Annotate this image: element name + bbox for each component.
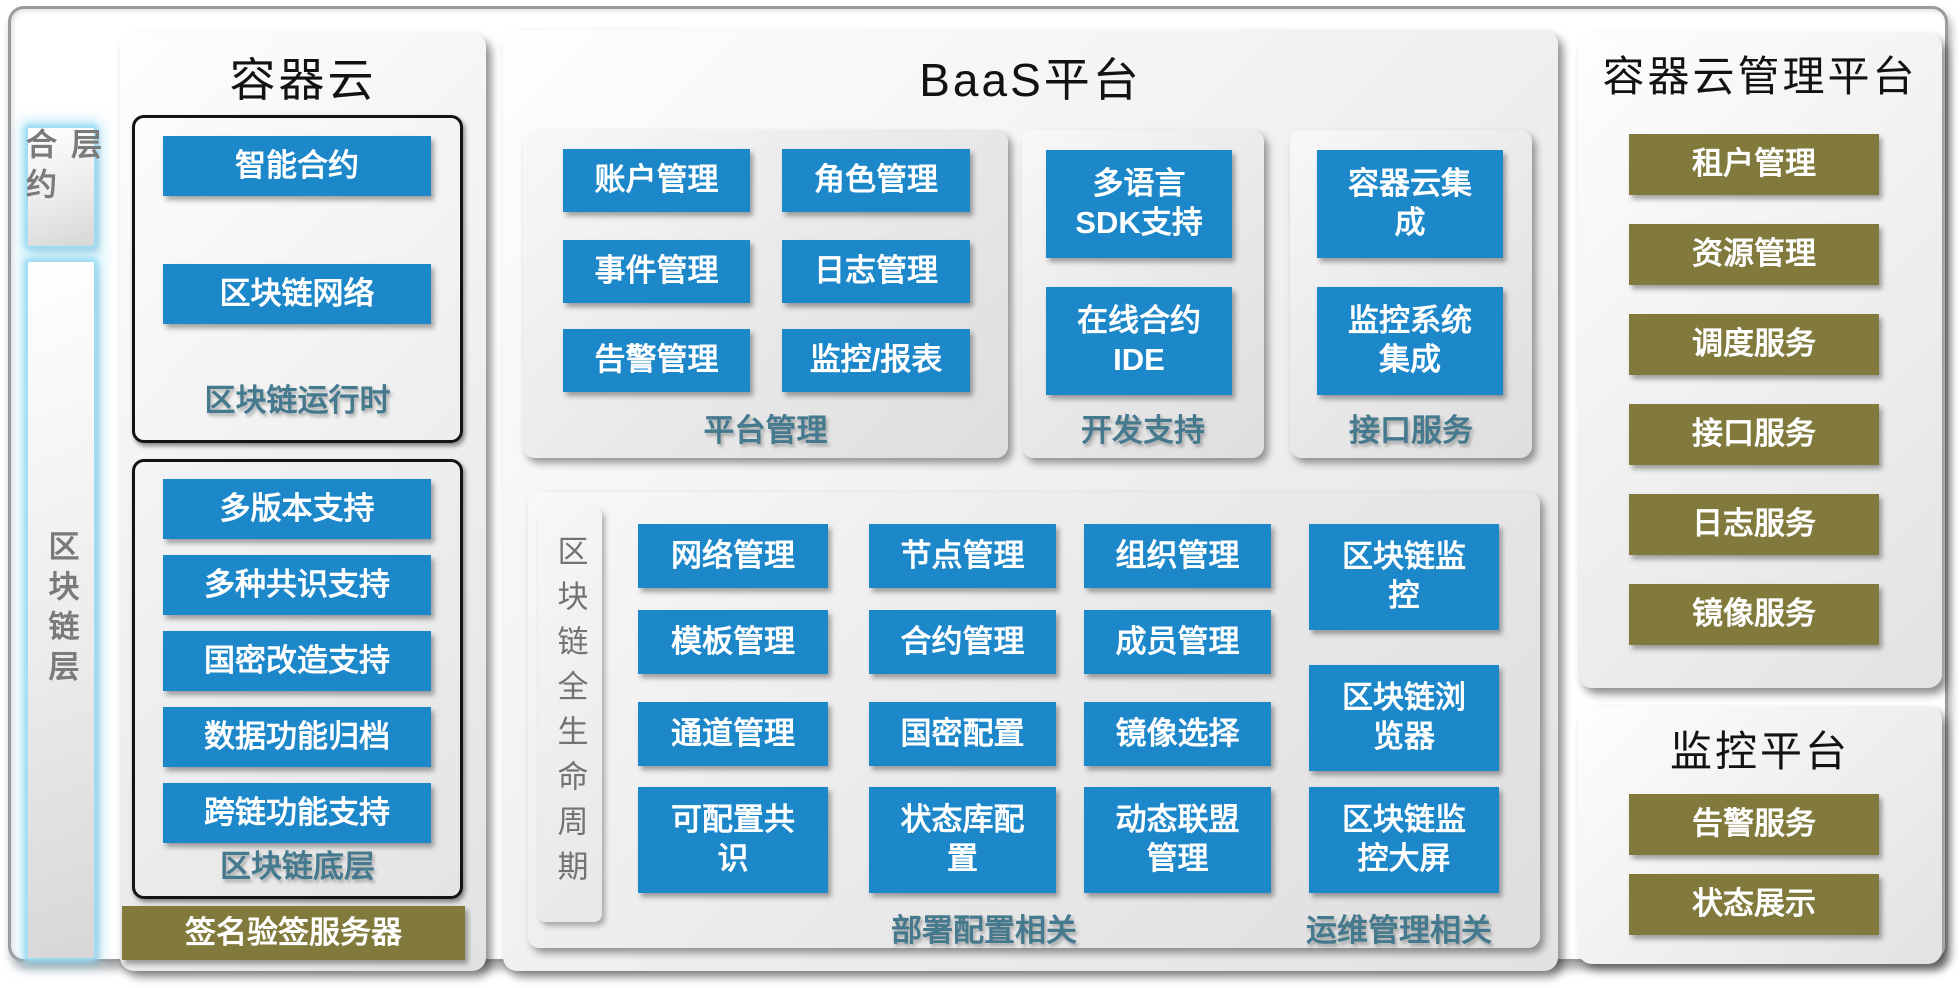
layer-chip-blockchain: 区块链层 bbox=[28, 262, 94, 958]
tenant-mgmt-button[interactable]: 租户管理 bbox=[1629, 134, 1879, 195]
image-select-button[interactable]: 镜像选择 bbox=[1084, 702, 1271, 766]
org-mgmt-button[interactable]: 组织管理 bbox=[1084, 524, 1271, 588]
monitor-integration-button[interactable]: 监控系统 集成 bbox=[1317, 287, 1503, 395]
blockchain-runtime-group: 智能合约 区块链网络 区块链运行时 bbox=[132, 115, 463, 443]
national-crypto-button[interactable]: 国密改造支持 bbox=[163, 631, 431, 691]
alarm-service-button[interactable]: 告警服务 bbox=[1629, 794, 1879, 855]
monitor-title: 监控平台 bbox=[1669, 728, 1850, 775]
interface-service-label: 接口服务 bbox=[1349, 413, 1473, 448]
log-mgmt-button[interactable]: 日志管理 bbox=[782, 240, 970, 303]
signature-server-button[interactable]: 签名验签服务器 bbox=[122, 906, 465, 960]
container-cloud-title: 容器云 bbox=[229, 54, 377, 106]
blockchain-runtime-label: 区块链运行时 bbox=[204, 383, 391, 418]
monitor-panel: 监控平台 告警服务 状态展示 bbox=[1578, 706, 1942, 964]
scheduling-service-button[interactable]: 调度服务 bbox=[1629, 314, 1879, 375]
layer-chip-contract: 合约层 bbox=[21, 128, 101, 246]
dynamic-alliance-button[interactable]: 动态联盟 管理 bbox=[1084, 787, 1271, 893]
interface-service-group: 容器云集 成 监控系统 集成 接口服务 bbox=[1290, 130, 1532, 458]
platform-mgmt-group: 账户管理 角色管理 事件管理 日志管理 告警管理 监控/报表 平台管理 bbox=[523, 130, 1008, 458]
blockchain-browser-button[interactable]: 区块链浏 览器 bbox=[1309, 665, 1499, 771]
template-mgmt-button[interactable]: 模板管理 bbox=[638, 610, 828, 674]
blockchain-base-label: 区块链底层 bbox=[220, 849, 375, 884]
role-mgmt-button[interactable]: 角色管理 bbox=[782, 149, 970, 212]
deploy-config-label: 部署配置相关 bbox=[891, 913, 1077, 948]
status-display-button[interactable]: 状态展示 bbox=[1629, 874, 1879, 935]
image-service-button[interactable]: 镜像服务 bbox=[1629, 584, 1879, 645]
blockchain-base-group: 多版本支持 多种共识支持 国密改造支持 数据功能归档 跨链功能支持 区块链底层 bbox=[132, 459, 463, 899]
dev-support-label: 开发支持 bbox=[1081, 413, 1205, 448]
contract-mgmt-button[interactable]: 合约管理 bbox=[869, 610, 1056, 674]
configurable-consensus-button[interactable]: 可配置共 识 bbox=[638, 787, 828, 893]
online-contract-ide-button[interactable]: 在线合约 IDE bbox=[1046, 287, 1232, 395]
account-mgmt-button[interactable]: 账户管理 bbox=[563, 149, 750, 212]
blockchain-monitor-button[interactable]: 区块链监 控 bbox=[1309, 524, 1499, 630]
national-crypto-config-button[interactable]: 国密配置 bbox=[869, 702, 1056, 766]
layer-chip-blockchain-label: 区块链层 bbox=[43, 530, 79, 690]
blockchain-network-button[interactable]: 区块链网络 bbox=[163, 264, 431, 324]
cross-chain-button[interactable]: 跨链功能支持 bbox=[163, 783, 431, 843]
layer-chip-contract-label: 合约层 bbox=[21, 128, 101, 208]
lifecycle-side-strip: 区块链全生命周期 bbox=[538, 507, 602, 922]
alert-mgmt-button[interactable]: 告警管理 bbox=[563, 329, 750, 392]
cloud-integration-button[interactable]: 容器云集 成 bbox=[1317, 150, 1503, 258]
smart-contract-button[interactable]: 智能合约 bbox=[163, 136, 431, 196]
container-cloud-panel: 容器云 智能合约 区块链网络 区块链运行时 多版本支持 多种共识支持 国密改造支… bbox=[120, 33, 486, 971]
member-mgmt-button[interactable]: 成员管理 bbox=[1084, 610, 1271, 674]
cloud-mgmt-title: 容器云管理平台 bbox=[1602, 53, 1918, 100]
resource-mgmt-button[interactable]: 资源管理 bbox=[1629, 224, 1879, 285]
data-archive-button[interactable]: 数据功能归档 bbox=[163, 707, 431, 767]
platform-mgmt-label: 平台管理 bbox=[703, 413, 828, 448]
blockchain-bigscreen-button[interactable]: 区块链监 控大屏 bbox=[1309, 787, 1499, 893]
lifecycle-group: 区块链全生命周期 网络管理 模板管理 通道管理 可配置共 识 节点管理 合约管理… bbox=[528, 492, 1540, 948]
baas-title: BaaS平台 bbox=[919, 54, 1142, 106]
cloud-mgmt-panel: 容器云管理平台 租户管理 资源管理 调度服务 接口服务 日志服务 镜像服务 bbox=[1578, 33, 1942, 688]
network-mgmt-button[interactable]: 网络管理 bbox=[638, 524, 828, 588]
multi-version-button[interactable]: 多版本支持 bbox=[163, 479, 431, 539]
log-service-button[interactable]: 日志服务 bbox=[1629, 494, 1879, 555]
channel-mgmt-button[interactable]: 通道管理 bbox=[638, 702, 828, 766]
dev-support-group: 多语言 SDK支持 在线合约 IDE 开发支持 bbox=[1022, 130, 1264, 458]
event-mgmt-button[interactable]: 事件管理 bbox=[563, 240, 750, 303]
ops-mgmt-label: 运维管理相关 bbox=[1306, 913, 1492, 948]
node-mgmt-button[interactable]: 节点管理 bbox=[869, 524, 1056, 588]
interface-service-button[interactable]: 接口服务 bbox=[1629, 404, 1879, 465]
state-db-config-button[interactable]: 状态库配 置 bbox=[869, 787, 1056, 893]
baas-panel: BaaS平台 账户管理 角色管理 事件管理 日志管理 告警管理 监控/报表 平台… bbox=[503, 30, 1558, 971]
lifecycle-side-label: 区块链全生命周期 bbox=[552, 534, 588, 895]
monitor-report-button[interactable]: 监控/报表 bbox=[782, 329, 970, 392]
multi-language-sdk-button[interactable]: 多语言 SDK支持 bbox=[1046, 150, 1232, 258]
multi-consensus-button[interactable]: 多种共识支持 bbox=[163, 555, 431, 615]
